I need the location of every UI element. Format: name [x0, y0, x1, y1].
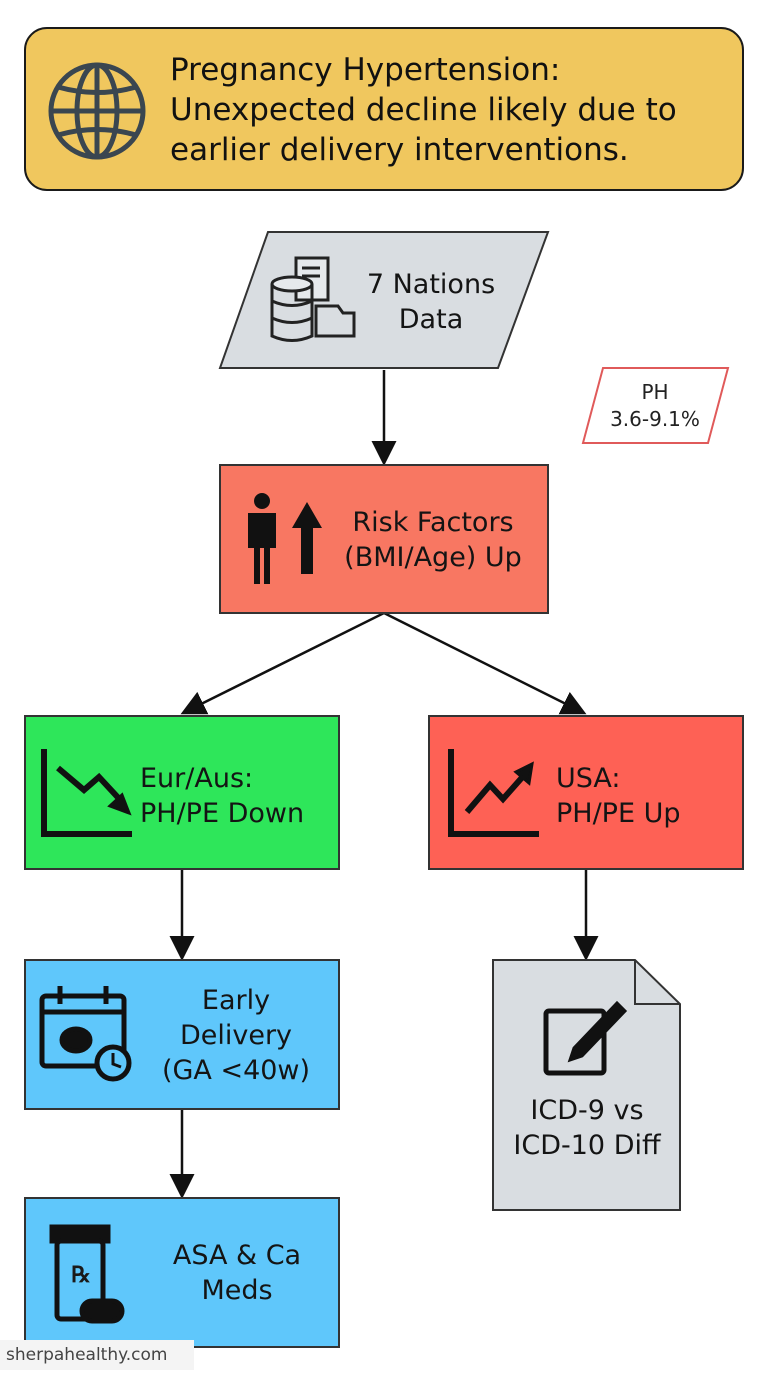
- header-line: earlier delivery interventions.: [170, 132, 629, 168]
- header-banner: [24, 27, 744, 191]
- watermark: sherpahealthy.com: [0, 1340, 194, 1370]
- icd-diff-node: [492, 959, 681, 1211]
- rx-icon: ℞: [71, 1262, 91, 1288]
- meds-label: ASA & Ca Meds: [140, 1236, 334, 1310]
- usa-label: USA: PH/PE Up: [556, 756, 736, 836]
- eur-aus-label: Eur/Aus: PH/PE Down: [140, 756, 334, 836]
- person-arrow-up-icon: [248, 493, 322, 584]
- header-title: Pregnancy Hypertension: Unexpected decli…: [170, 50, 730, 170]
- arrow-risk-to-eur: [180, 611, 385, 715]
- database-documents-icon: [270, 256, 356, 342]
- chart-up-icon: [448, 749, 539, 837]
- edit-document-icon: [543, 1000, 628, 1076]
- node-label-line: Delivery: [179, 1019, 293, 1051]
- icd-diff-label: ICD-9 vs ICD-10 Diff: [498, 1088, 676, 1168]
- connectors: [169, 370, 599, 1199]
- node-label-line: Eur/Aus:: [140, 763, 254, 794]
- node-label-line: Data: [398, 304, 464, 335]
- node-label-line: Meds: [201, 1275, 273, 1306]
- eur-aus-node: [24, 715, 340, 870]
- node-label-line: ICD-10 Diff: [513, 1130, 661, 1161]
- node-label-line: PH/PE Up: [556, 798, 681, 829]
- node-label-line: (GA <40w): [161, 1054, 311, 1086]
- globe-icon: [48, 62, 146, 160]
- risk-factors-label: Risk Factors (BMI/Age) Up: [330, 500, 536, 580]
- node-label-line: USA:: [556, 763, 621, 794]
- data-source-label: 7 Nations Data: [356, 262, 506, 342]
- chart-down-icon: [41, 749, 132, 837]
- ph-note: [581, 367, 730, 444]
- header-line: Unexpected decline likely due to: [170, 92, 677, 128]
- ph-note-label: PH 3.6-9.1%: [596, 378, 714, 434]
- note-label-line: 3.6-9.1%: [610, 407, 700, 431]
- meds-node: [24, 1197, 340, 1348]
- header-line: Pregnancy Hypertension:: [170, 52, 561, 88]
- note-label-line: PH: [641, 380, 669, 404]
- node-label-line: Early: [201, 984, 271, 1016]
- node-label-line: 7 Nations: [366, 269, 496, 300]
- node-label-line: Risk Factors: [352, 507, 514, 538]
- prescription-bottle-pill-icon: [49, 1224, 125, 1324]
- document-fold: [634, 960, 680, 1005]
- node-label-line: ICD-9 vs: [530, 1095, 644, 1126]
- node-label-line: PH/PE Down: [140, 798, 305, 829]
- early-delivery-label: Early Delivery (GA <40w): [138, 980, 334, 1090]
- node-label-line: ASA & Ca: [172, 1240, 302, 1271]
- calendar-fetus-clock-icon: [39, 986, 132, 1082]
- node-label-line: (BMI/Age) Up: [344, 542, 522, 573]
- arrow-risk-to-usa: [383, 611, 587, 715]
